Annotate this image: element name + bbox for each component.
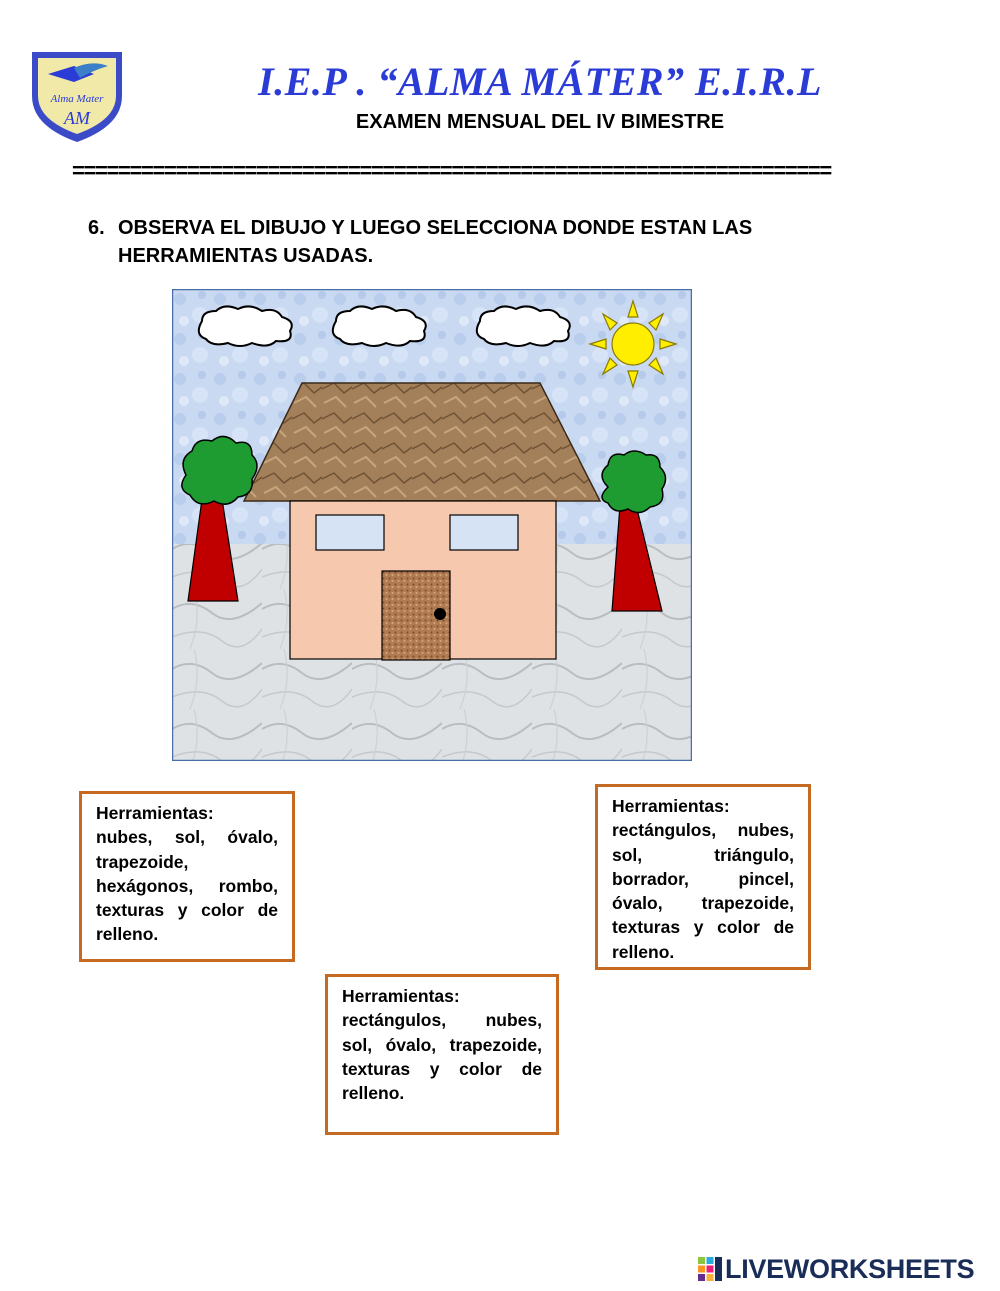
house-drawing bbox=[172, 289, 692, 761]
door-knob bbox=[434, 608, 446, 620]
footer-brand: LIVEWORKSHEETS bbox=[725, 1253, 975, 1284]
option-lead: Herramientas: bbox=[96, 803, 214, 823]
cloud bbox=[197, 305, 293, 347]
logo-monogram: AM bbox=[63, 108, 91, 128]
school-title: I.E.P . “ALMA MÁTER” E.I.R.L bbox=[258, 59, 822, 104]
option-box[interactable]: Herramientas: rectángulos, nubes, sol, ó… bbox=[325, 974, 559, 1135]
school-logo: Alma Mater AM bbox=[32, 52, 122, 142]
option-box[interactable]: Herramientas: rectángulos, nubes, sol, t… bbox=[595, 784, 811, 970]
option-lead: Herramientas: bbox=[612, 796, 730, 816]
cloud bbox=[475, 305, 571, 347]
option-text: nubes, sol, óvalo, trapezoide, hexágonos… bbox=[96, 827, 278, 945]
option-text: rectángulos, nubes, sol, triángulo, borr… bbox=[612, 820, 794, 962]
option-lead: Herramientas: bbox=[342, 986, 460, 1006]
exam-subtitle: EXAMEN MENSUAL DEL IV BIMESTRE bbox=[355, 111, 725, 133]
question-number: 6. bbox=[88, 217, 105, 239]
option-text: rectángulos, nubes, sol, óvalo, trapezoi… bbox=[342, 1010, 542, 1104]
liveworksheets-footer[interactable]: LIVEWORKSHEETS bbox=[697, 1253, 997, 1285]
tree-foliage bbox=[181, 435, 258, 505]
separator-rule: ========================================… bbox=[72, 158, 832, 183]
roof bbox=[242, 382, 602, 502]
sun bbox=[587, 298, 679, 390]
liveworksheets-logo-icon bbox=[698, 1257, 722, 1281]
window bbox=[449, 514, 519, 551]
question-text: OBSERVA EL DIBUJO Y LUEGO SELECCIONA DON… bbox=[118, 217, 753, 267]
tree-foliage bbox=[601, 450, 667, 514]
option-box[interactable]: Herramientas: nubes, sol, óvalo, trapezo… bbox=[79, 791, 295, 962]
logo-text: Alma Mater bbox=[50, 93, 105, 105]
window bbox=[315, 514, 385, 551]
cloud bbox=[331, 305, 427, 347]
